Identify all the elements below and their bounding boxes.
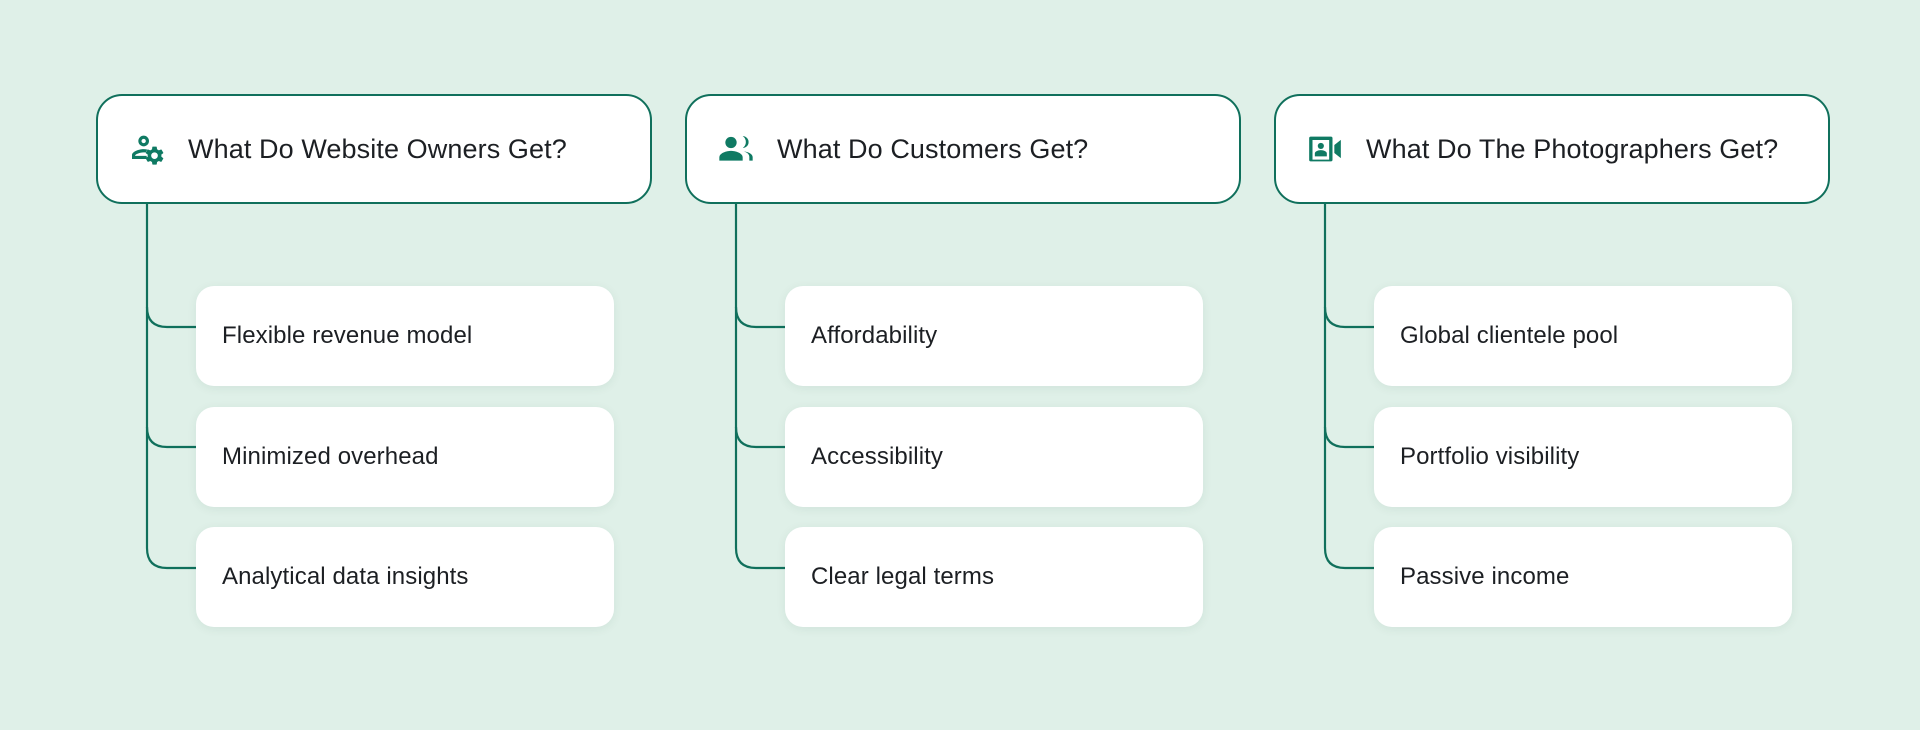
- list-item-label: Flexible revenue model: [222, 322, 473, 349]
- list-item-label: Affordability: [811, 322, 938, 349]
- list-item-label: Clear legal terms: [811, 563, 995, 590]
- list-item[interactable]: Minimized overhead: [196, 407, 614, 507]
- header-card-website-owners[interactable]: What Do Website Owners Get?: [96, 94, 652, 204]
- list-item[interactable]: Flexible revenue model: [196, 286, 614, 386]
- list-item[interactable]: Passive income: [1374, 527, 1792, 627]
- group-people-icon: [715, 128, 757, 170]
- header-title: What Do Customers Get?: [777, 133, 1089, 164]
- diagram-column-website-owners: What Do Website Owners Get? Flexible rev…: [96, 0, 656, 730]
- header-card-customers[interactable]: What Do Customers Get?: [685, 94, 1241, 204]
- header-title: What Do The Photographers Get?: [1366, 133, 1779, 164]
- list-item[interactable]: Affordability: [785, 286, 1203, 386]
- video-camera-person-icon: [1304, 128, 1346, 170]
- list-item-label: Portfolio visibility: [1400, 443, 1580, 470]
- diagram-column-photographers: What Do The Photographers Get? Global cl…: [1274, 0, 1834, 730]
- list-item-label: Analytical data insights: [222, 563, 469, 590]
- diagram-column-customers: What Do Customers Get? Affordability Acc…: [685, 0, 1245, 730]
- list-item-label: Passive income: [1400, 563, 1570, 590]
- manage-accounts-icon: [126, 128, 168, 170]
- list-item[interactable]: Accessibility: [785, 407, 1203, 507]
- list-item[interactable]: Global clientele pool: [1374, 286, 1792, 386]
- list-item[interactable]: Analytical data insights: [196, 527, 614, 627]
- list-item-label: Global clientele pool: [1400, 322, 1619, 349]
- list-item-label: Accessibility: [811, 443, 943, 470]
- list-item[interactable]: Portfolio visibility: [1374, 407, 1792, 507]
- header-card-photographers[interactable]: What Do The Photographers Get?: [1274, 94, 1830, 204]
- header-title: What Do Website Owners Get?: [188, 133, 567, 164]
- list-item[interactable]: Clear legal terms: [785, 527, 1203, 627]
- list-item-label: Minimized overhead: [222, 443, 439, 470]
